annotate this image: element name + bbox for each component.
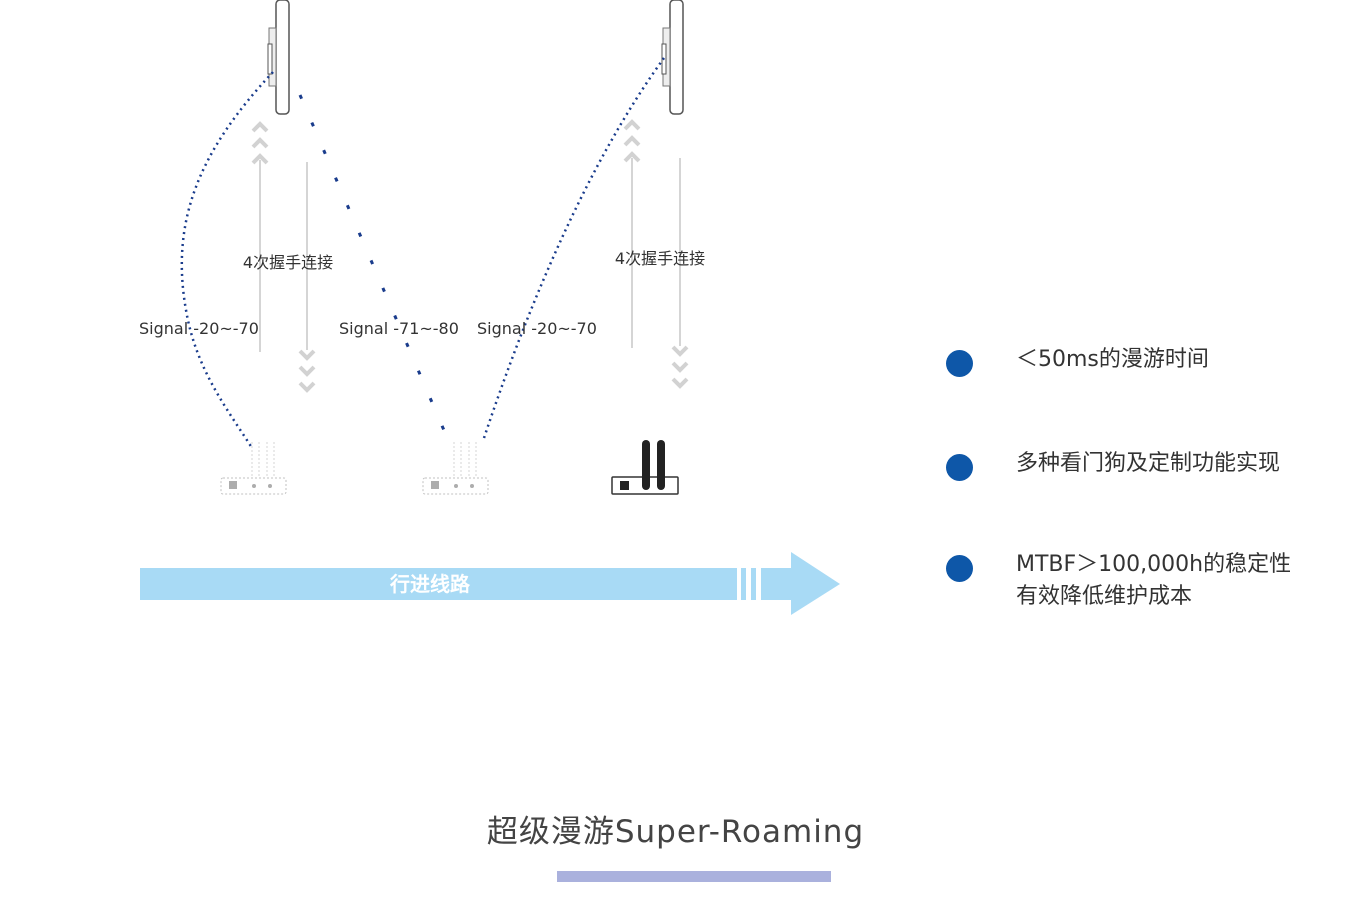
signal-path-1 [180, 71, 274, 449]
feature-item-mtbf: MTBF＞100,000h的稳定性 有效降低维护成本 [946, 549, 1346, 613]
handshake-flow-left [251, 122, 316, 392]
client-device-ghost-1 [220, 442, 287, 495]
access-point-right [661, 0, 684, 115]
feature-text-line: MTBF＞100,000h的稳定性 [1016, 552, 1292, 577]
handshake-label-1: 4次握手连接 [243, 253, 333, 272]
feature-item-roaming-time: ＜50ms的漫游时间 [946, 344, 1346, 377]
signal-label-2: Signal -71~-80 [339, 319, 459, 338]
feature-item-watchdog: 多种看门狗及定制功能实现 [946, 448, 1346, 481]
client-device-ghost-2 [422, 442, 489, 495]
bullet-dot-icon [946, 555, 973, 582]
signal-path-2 [298, 94, 448, 436]
title-underline [557, 871, 831, 882]
handshake-label-2: 4次握手连接 [615, 249, 705, 268]
bullet-dot-icon [946, 350, 973, 377]
route-label: 行进线路 [389, 572, 471, 596]
feature-text-line: 多种看门狗及定制功能实现 [1016, 451, 1281, 476]
section-title: 超级漫游Super-Roaming [486, 814, 865, 850]
feature-text-line: ＜50ms的漫游时间 [1016, 347, 1209, 372]
signal-label-1: Signal -20~-70 [139, 319, 259, 338]
route-arrow [140, 552, 840, 615]
client-device [611, 440, 679, 495]
signal-path-3 [482, 57, 666, 439]
bullet-dot-icon [946, 454, 973, 481]
handshake-flow-right [623, 120, 689, 388]
access-point-left [267, 0, 290, 115]
signal-label-3: Signal -20~-70 [477, 319, 597, 338]
feature-text-line: 有效降低维护成本 [1016, 584, 1193, 609]
